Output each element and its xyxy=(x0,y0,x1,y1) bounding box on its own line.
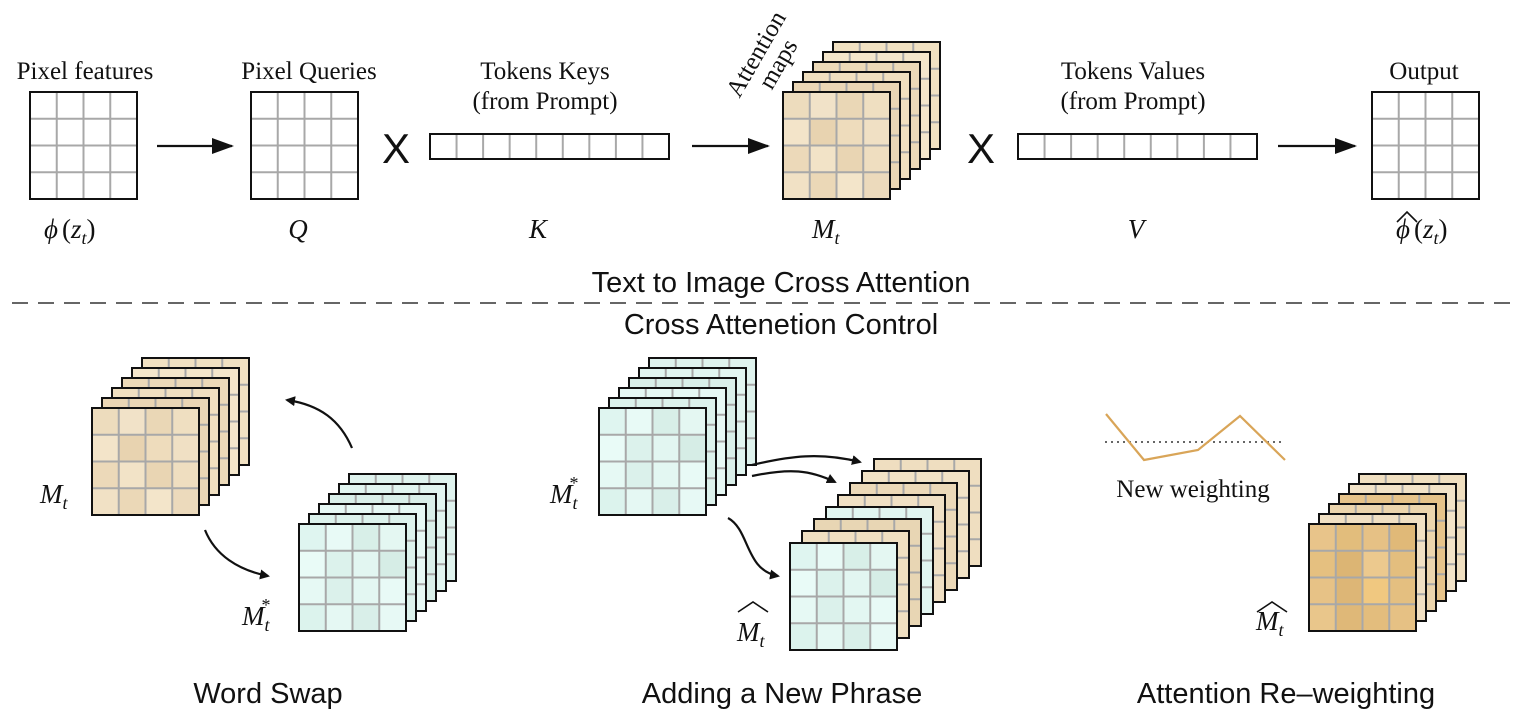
math-Mt: Mt xyxy=(811,214,841,248)
output-grid xyxy=(1371,91,1480,200)
math-V: V xyxy=(1128,214,1148,244)
stack-layer xyxy=(298,523,407,632)
svg-text:Mt*: Mt* xyxy=(241,595,271,635)
multiply-symbol-1: X xyxy=(382,125,410,172)
math-Mt-hat-phrase: Mt xyxy=(736,601,769,651)
arrow-swap-down xyxy=(203,529,270,580)
tokens-values-bar xyxy=(1017,133,1258,160)
math-K: K xyxy=(528,214,549,244)
label-pixel-features: Pixel features xyxy=(17,58,154,85)
stack-layer xyxy=(782,91,891,200)
weighting-curve xyxy=(1105,413,1286,462)
arrow-swap-up xyxy=(285,396,354,449)
arrow-phrase-1 xyxy=(751,455,862,467)
attention-maps-stack xyxy=(782,41,941,200)
svg-text:Mt*: Mt* xyxy=(549,473,579,513)
stack-layer xyxy=(598,407,707,516)
stack-layer xyxy=(1308,523,1417,632)
tokens-keys-bar xyxy=(429,133,670,160)
svg-text:ϕ(zt): ϕ(zt) xyxy=(1396,214,1448,248)
math-Mt-hat-reweight: Mt xyxy=(1255,601,1288,640)
math-Mt-word-swap: Mt xyxy=(39,479,69,513)
multiply-symbol-2: X xyxy=(967,125,995,172)
label-tokens-values: Tokens Values xyxy=(1061,58,1205,85)
math-Mt-star-phrase: Mt* xyxy=(549,473,579,513)
math-phi-hat-zt: ϕ(zt) xyxy=(1396,210,1448,248)
arrow-phrase-2 xyxy=(751,470,837,484)
label-tokens-values-source: (from Prompt) xyxy=(1060,88,1205,115)
output-layer xyxy=(1371,91,1480,200)
caption-word-swap: Word Swap xyxy=(193,678,342,710)
caption-reweighting: Attention Re–weighting xyxy=(1137,678,1435,710)
pixel-features-layer xyxy=(29,91,138,200)
svg-text:Mt: Mt xyxy=(811,214,841,248)
pixel-features-grid xyxy=(29,91,138,200)
word-swap-target-stack xyxy=(298,473,457,632)
math-Q: Q xyxy=(288,214,308,244)
label-new-weighting: New weighting xyxy=(1116,476,1270,503)
adding-phrase-source-stack xyxy=(598,357,757,516)
stack-layer xyxy=(91,407,200,516)
caption-adding-phrase: Adding a New Phrase xyxy=(642,678,923,710)
pixel-queries-layer xyxy=(250,91,359,200)
svg-text:Mt: Mt xyxy=(1255,606,1285,640)
arrow-phrase-3 xyxy=(727,517,780,580)
adding-phrase-result-stack xyxy=(789,458,982,651)
section-title-top: Text to Image Cross Attention xyxy=(592,267,971,299)
section-title-bottom: Cross Attenetion Control xyxy=(624,309,938,341)
word-swap-source-stack xyxy=(91,357,250,516)
math-Mt-star-word-swap: Mt* xyxy=(241,595,271,635)
stack-layer xyxy=(789,542,898,651)
pixel-queries-grid xyxy=(250,91,359,200)
label-tokens-keys: Tokens Keys xyxy=(480,58,609,85)
label-pixel-queries: Pixel Queries xyxy=(241,58,376,85)
math-phi-zt: ϕ(zt) xyxy=(44,214,96,248)
reweighted-stack xyxy=(1308,473,1467,632)
label-tokens-keys-source: (from Prompt) xyxy=(472,88,617,115)
svg-text:Mt: Mt xyxy=(736,617,766,651)
svg-text:Mt: Mt xyxy=(39,479,69,513)
label-output: Output xyxy=(1389,58,1459,85)
svg-text:ϕ(zt): ϕ(zt) xyxy=(44,214,96,248)
